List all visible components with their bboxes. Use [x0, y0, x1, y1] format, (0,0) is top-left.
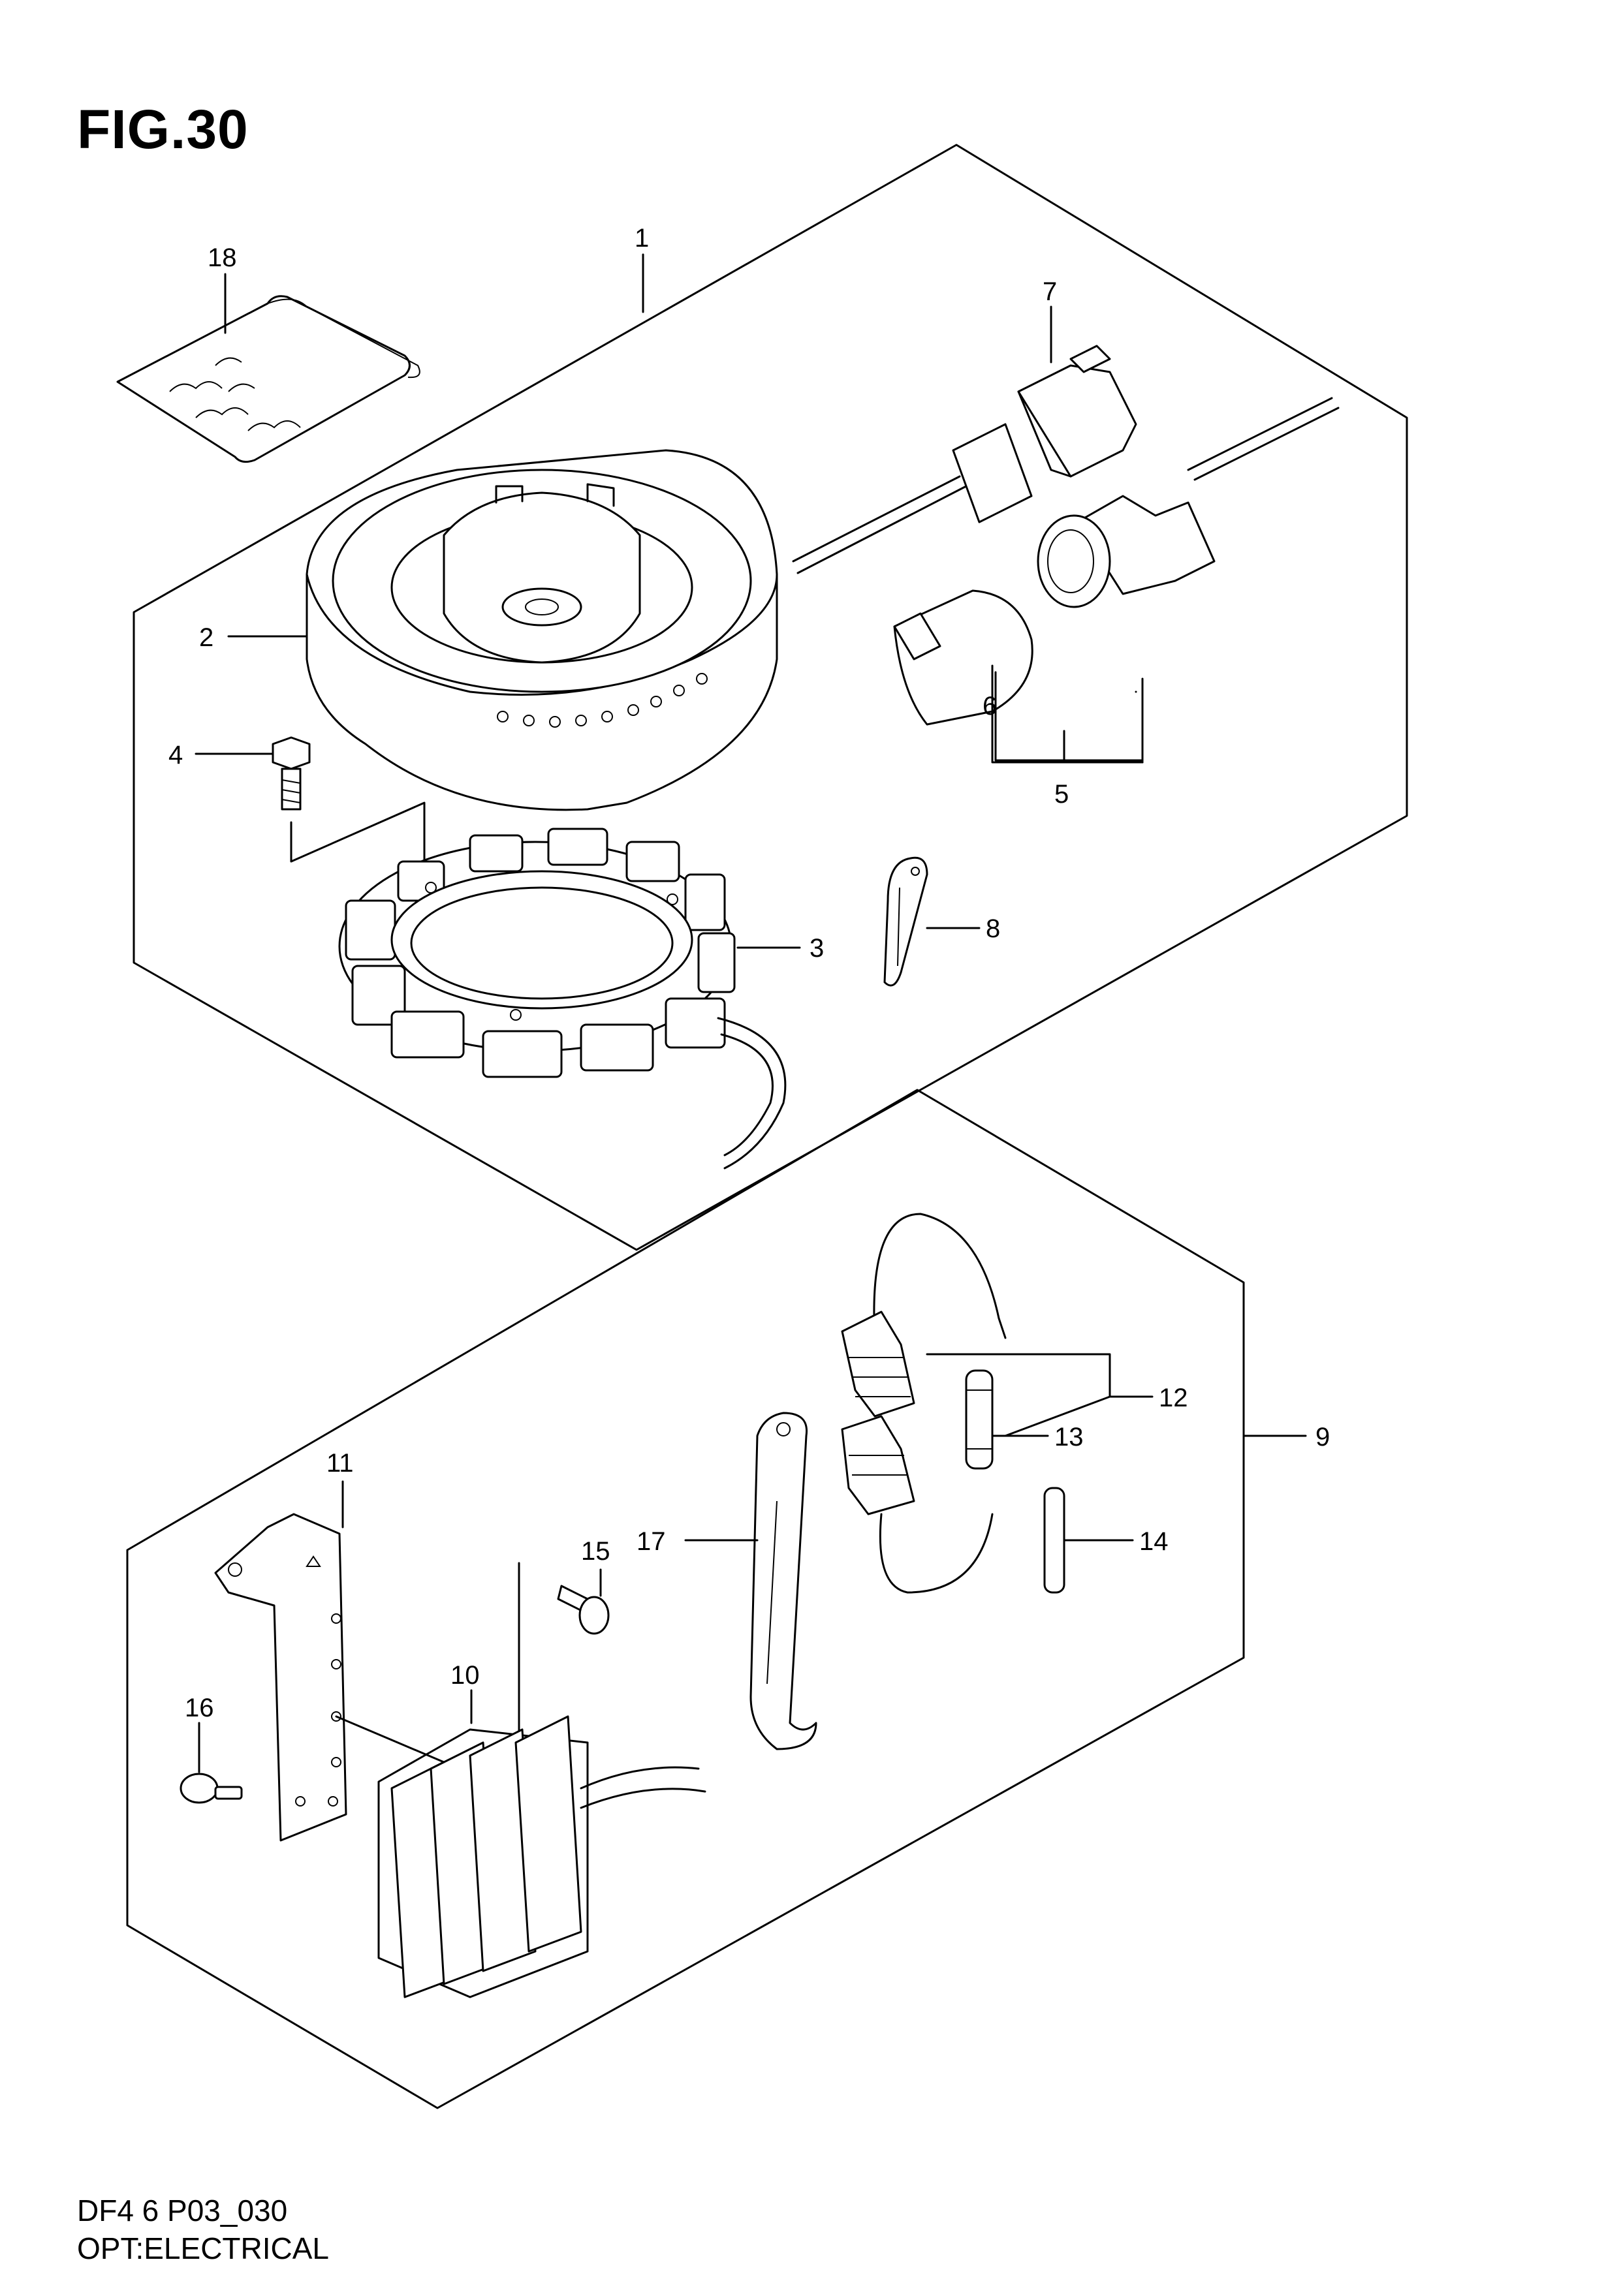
callout-7: 7 [1043, 277, 1057, 306]
kit-1-outline [133, 144, 1408, 1251]
callout-11: 11 [326, 1449, 354, 1478]
regulator-rectifier [335, 1715, 706, 1998]
grommet [180, 1773, 243, 1804]
bolt [272, 736, 311, 811]
callout-4: 4 [168, 741, 183, 769]
callout-13: 13 [1054, 1423, 1084, 1451]
stator [338, 828, 787, 1170]
callout-2: 2 [199, 623, 213, 652]
bracket-plate [214, 1513, 347, 1842]
callout-10: 10 [450, 1661, 480, 1690]
connector-bracket-line [994, 671, 1144, 762]
connector-wire [792, 345, 1137, 574]
callout-8: 8 [986, 914, 1000, 943]
sleeve-tube [1043, 1487, 1065, 1594]
callout-5: 5 [1054, 780, 1069, 809]
connector-pair [893, 397, 1340, 726]
bolt-to-stator-line [290, 801, 426, 869]
drawing-code: DF4 6 P03_030 [77, 2194, 288, 2227]
callout-3: 3 [810, 934, 824, 963]
callout-16: 16 [185, 1694, 214, 1722]
band-clip [749, 1412, 817, 1750]
screw [518, 1562, 610, 1737]
fuse-holder [841, 1213, 1007, 1594]
kit-9-outline [126, 1089, 1245, 2109]
callout-6: 6 [983, 692, 997, 721]
figure-title: FIG.30 [77, 99, 249, 160]
flywheel-rotor [306, 449, 778, 811]
callout-17: 17 [637, 1527, 666, 1556]
callout-14: 14 [1139, 1527, 1169, 1556]
callouts: 1 2 3 4 5 6 7 8 9 10 11 12 13 14 15 16 1… [168, 224, 1330, 1722]
clip [883, 856, 928, 987]
callout-15: 15 [581, 1537, 610, 1566]
parts-bag [116, 295, 420, 463]
fuse [965, 1369, 994, 1470]
callout-12: 12 [1159, 1384, 1188, 1412]
section-name: OPT:ELECTRICAL [77, 2231, 329, 2265]
callout-9: 9 [1315, 1423, 1330, 1451]
callout-18: 18 [208, 243, 237, 272]
callout-1: 1 [635, 224, 649, 253]
